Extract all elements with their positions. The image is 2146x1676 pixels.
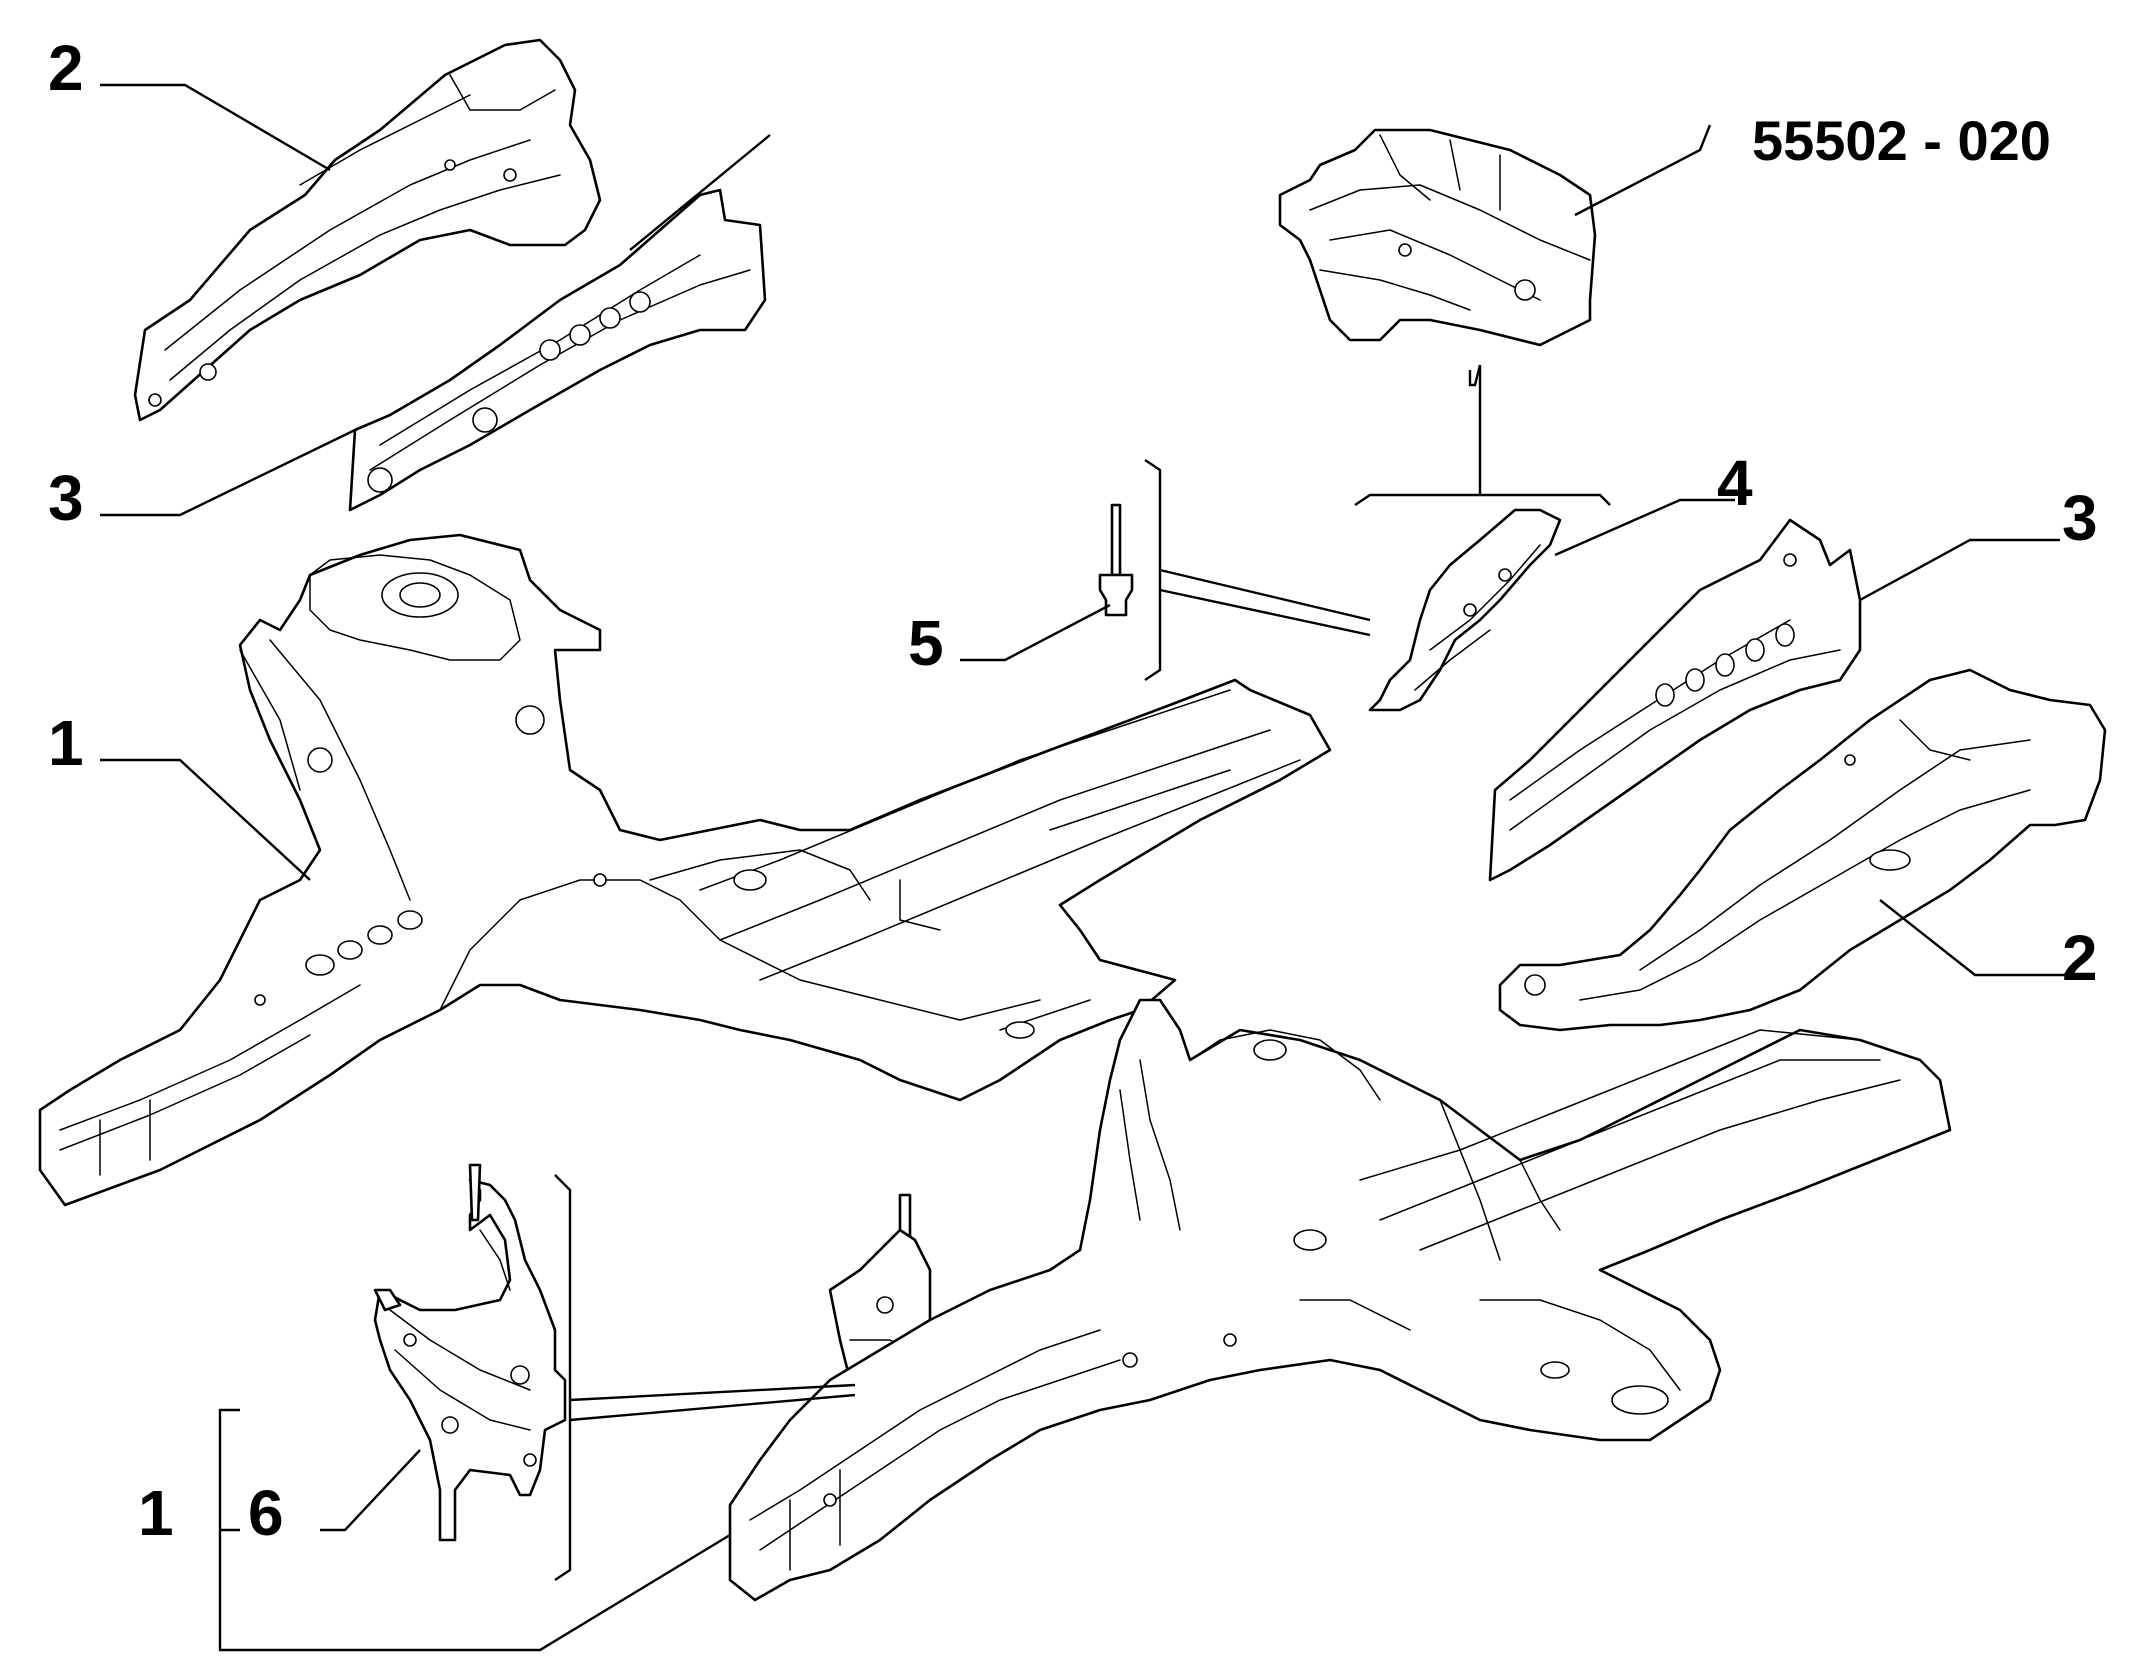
callout-1-upper: 1: [48, 707, 84, 779]
callout-5: 5: [908, 607, 944, 679]
callout-2-right: 2: [2062, 922, 2098, 994]
callout-3-left: 3: [48, 462, 84, 534]
part-3-right: [1488, 518, 1862, 882]
part-1-upper-assembly: [38, 533, 1332, 1207]
part-5-fastener: [1098, 503, 1134, 617]
callout-1-lower: 1: [138, 1477, 174, 1549]
part-2-upper-left: [133, 38, 602, 422]
leader-lines: [100, 83, 2065, 1652]
part-1-lower-assembly: [728, 998, 1952, 1602]
callout-2-upper-left: 2: [48, 32, 84, 104]
part-4-bracket: [1368, 508, 1562, 712]
callout-part-number: 55502 - 020: [1752, 109, 2051, 172]
callout-3-right: 3: [2062, 482, 2098, 554]
callout-6: 6: [248, 1477, 284, 1549]
part-6-bracket: [373, 1163, 567, 1542]
callout-labels: 2 3 1 5 4 3 2 1 6 55502 - 020: [48, 32, 2098, 1549]
part-55502-020-box: [1278, 128, 1597, 347]
part-2-right: [1498, 668, 2107, 1032]
part-3-upper-left: [348, 188, 767, 512]
callout-4: 4: [1717, 447, 1753, 519]
